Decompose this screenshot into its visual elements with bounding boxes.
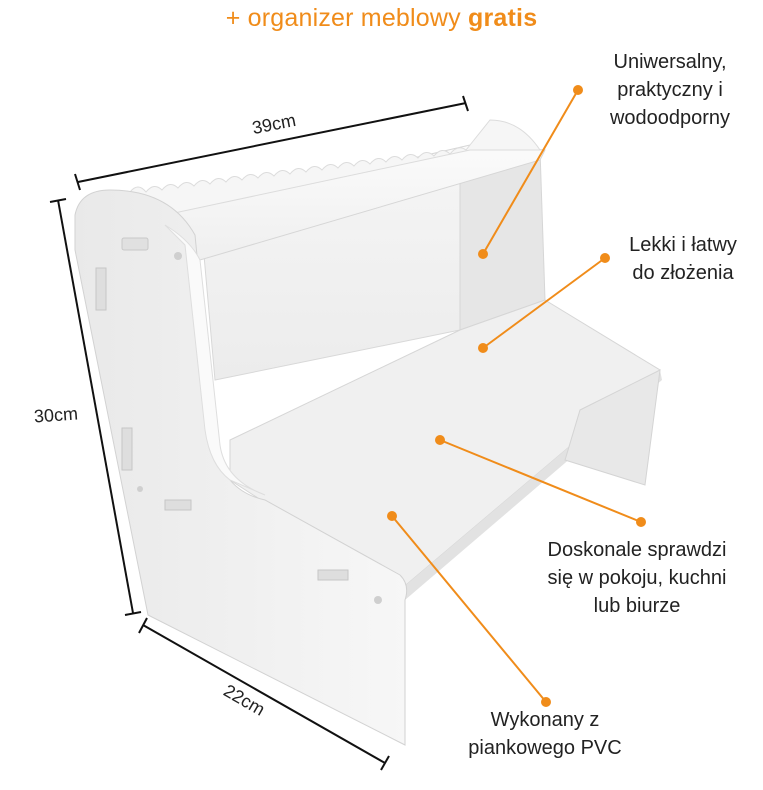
- headline: + organizer meblowy gratis: [0, 4, 763, 33]
- feature-3-line-2: się w pokoju, kuchni: [547, 567, 727, 589]
- feature-2-line-2: do złożenia: [632, 262, 734, 284]
- callout-dot-3-end: [636, 517, 646, 527]
- callout-dots: [387, 85, 646, 707]
- feature-label-usage: Doskonale sprawdzi się w pokoju, kuchni …: [516, 536, 758, 620]
- callout-dot-2: [478, 343, 488, 353]
- callout-dot-1-end: [573, 85, 583, 95]
- feature-3-line-3: lub biurze: [593, 595, 681, 617]
- callout-dot-2-end: [600, 253, 610, 263]
- feature-4-line-1: Wykonany z: [490, 709, 600, 731]
- dimension-height-label: 30cm: [33, 403, 79, 427]
- callout-dot-1: [478, 249, 488, 259]
- feature-2-line-1: Lekki i łatwy: [629, 234, 737, 256]
- feature-label-material: Wykonany z piankowego PVC: [440, 706, 650, 762]
- callout-dot-4-end: [541, 697, 551, 707]
- callout-dot-4: [387, 511, 397, 521]
- callout-lines: [391, 89, 642, 703]
- callout-dot-3: [435, 435, 445, 445]
- feature-4-line-2: piankowego PVC: [468, 737, 622, 759]
- feature-1-line-2: praktyczny i: [617, 79, 723, 101]
- headline-prefix: + organizer meblowy: [225, 4, 461, 32]
- headline-bold: gratis: [468, 4, 538, 32]
- feature-1-line-1: Uniwersalny,: [613, 51, 727, 73]
- feature-3-line-1: Doskonale sprawdzi: [547, 539, 727, 561]
- feature-label-lightweight: Lekki i łatwy do złożenia: [608, 231, 758, 287]
- feature-1-line-3: wodoodporny: [609, 107, 731, 129]
- feature-label-waterproof: Uniwersalny, praktyczny i wodoodporny: [582, 48, 758, 132]
- dimension-lines: [49, 95, 469, 771]
